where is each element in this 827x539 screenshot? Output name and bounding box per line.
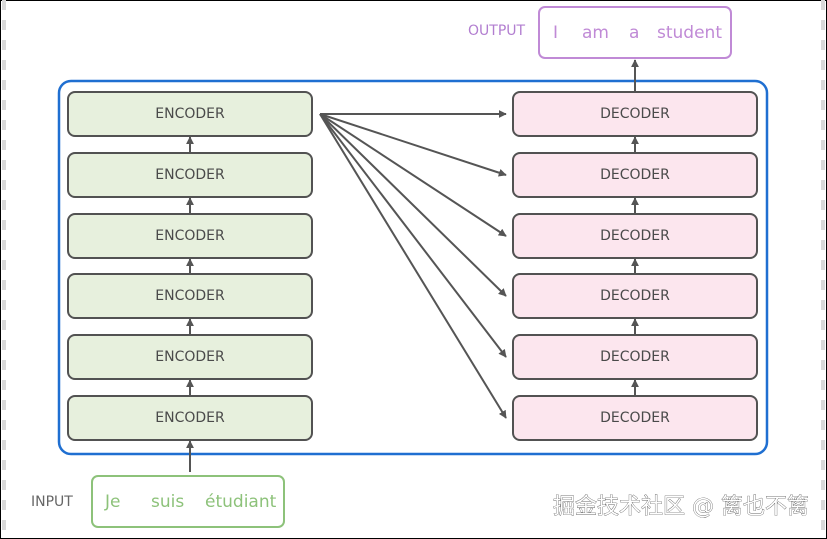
encoder-block: [67, 152, 313, 198]
input-word: étudiant: [205, 492, 277, 512]
encoder-label: ENCODER: [155, 349, 225, 365]
decoder-block: [512, 152, 758, 198]
arrows-layer: [186, 59, 639, 472]
decoder-block: [512, 213, 758, 259]
input-box: [91, 475, 285, 528]
decoder-label: DECODER: [600, 349, 670, 365]
encoder-to-decoder-arrow: [319, 113, 507, 297]
watermark: 掘金技术社区 @ 篱也不篱: [553, 495, 809, 520]
decoder-stack: DECODER DECODER DECODER DECODER DECODER DECOD…: [512, 91, 758, 441]
encoder-label: ENCODER: [155, 106, 225, 122]
right-dashed-edge: [821, 0, 825, 539]
encoder-block: [67, 91, 313, 137]
decoder-block: [512, 91, 758, 137]
decoder-label: DECODER: [600, 167, 670, 183]
decoder-label: DECODER: [600, 288, 670, 304]
encoder-block: [67, 395, 313, 441]
input-word: suis: [151, 492, 184, 512]
decoder-label: DECODER: [600, 410, 670, 426]
output-box: [538, 6, 732, 59]
output-word: am: [582, 23, 609, 43]
encoder-label: ENCODER: [155, 167, 225, 183]
left-dashed-edge: [2, 0, 6, 539]
decoder-label: DECODER: [600, 228, 670, 244]
decoder-block: [512, 334, 758, 380]
output-word: student: [657, 23, 722, 43]
decoder-label: DECODER: [600, 106, 670, 122]
encoder-to-decoder-arrow: [319, 113, 507, 419]
decoder-block: [512, 273, 758, 319]
input-word: Je: [104, 492, 120, 512]
input-label: INPUT: [31, 494, 73, 510]
encoder-label: ENCODER: [155, 410, 225, 426]
decoder-block: [512, 395, 758, 441]
encoder-label: ENCODER: [155, 288, 225, 304]
encoder-to-decoder-arrow: [319, 113, 507, 177]
encoder-label: ENCODER: [155, 228, 225, 244]
output-word: a: [629, 23, 639, 43]
encoder-to-decoder-arrow: [319, 113, 507, 358]
encoder-stack: ENCODER ENCODER ENCODER ENCODER ENCODER ENCOD…: [67, 91, 313, 441]
encoder-block: [67, 213, 313, 259]
encoder-block: [67, 334, 313, 380]
encoder-block: [67, 273, 313, 319]
output-label: OUTPUT: [468, 23, 526, 39]
encoder-to-decoder-arrow: [319, 113, 507, 237]
output-word: I: [553, 23, 558, 43]
model-container: [57, 79, 769, 456]
